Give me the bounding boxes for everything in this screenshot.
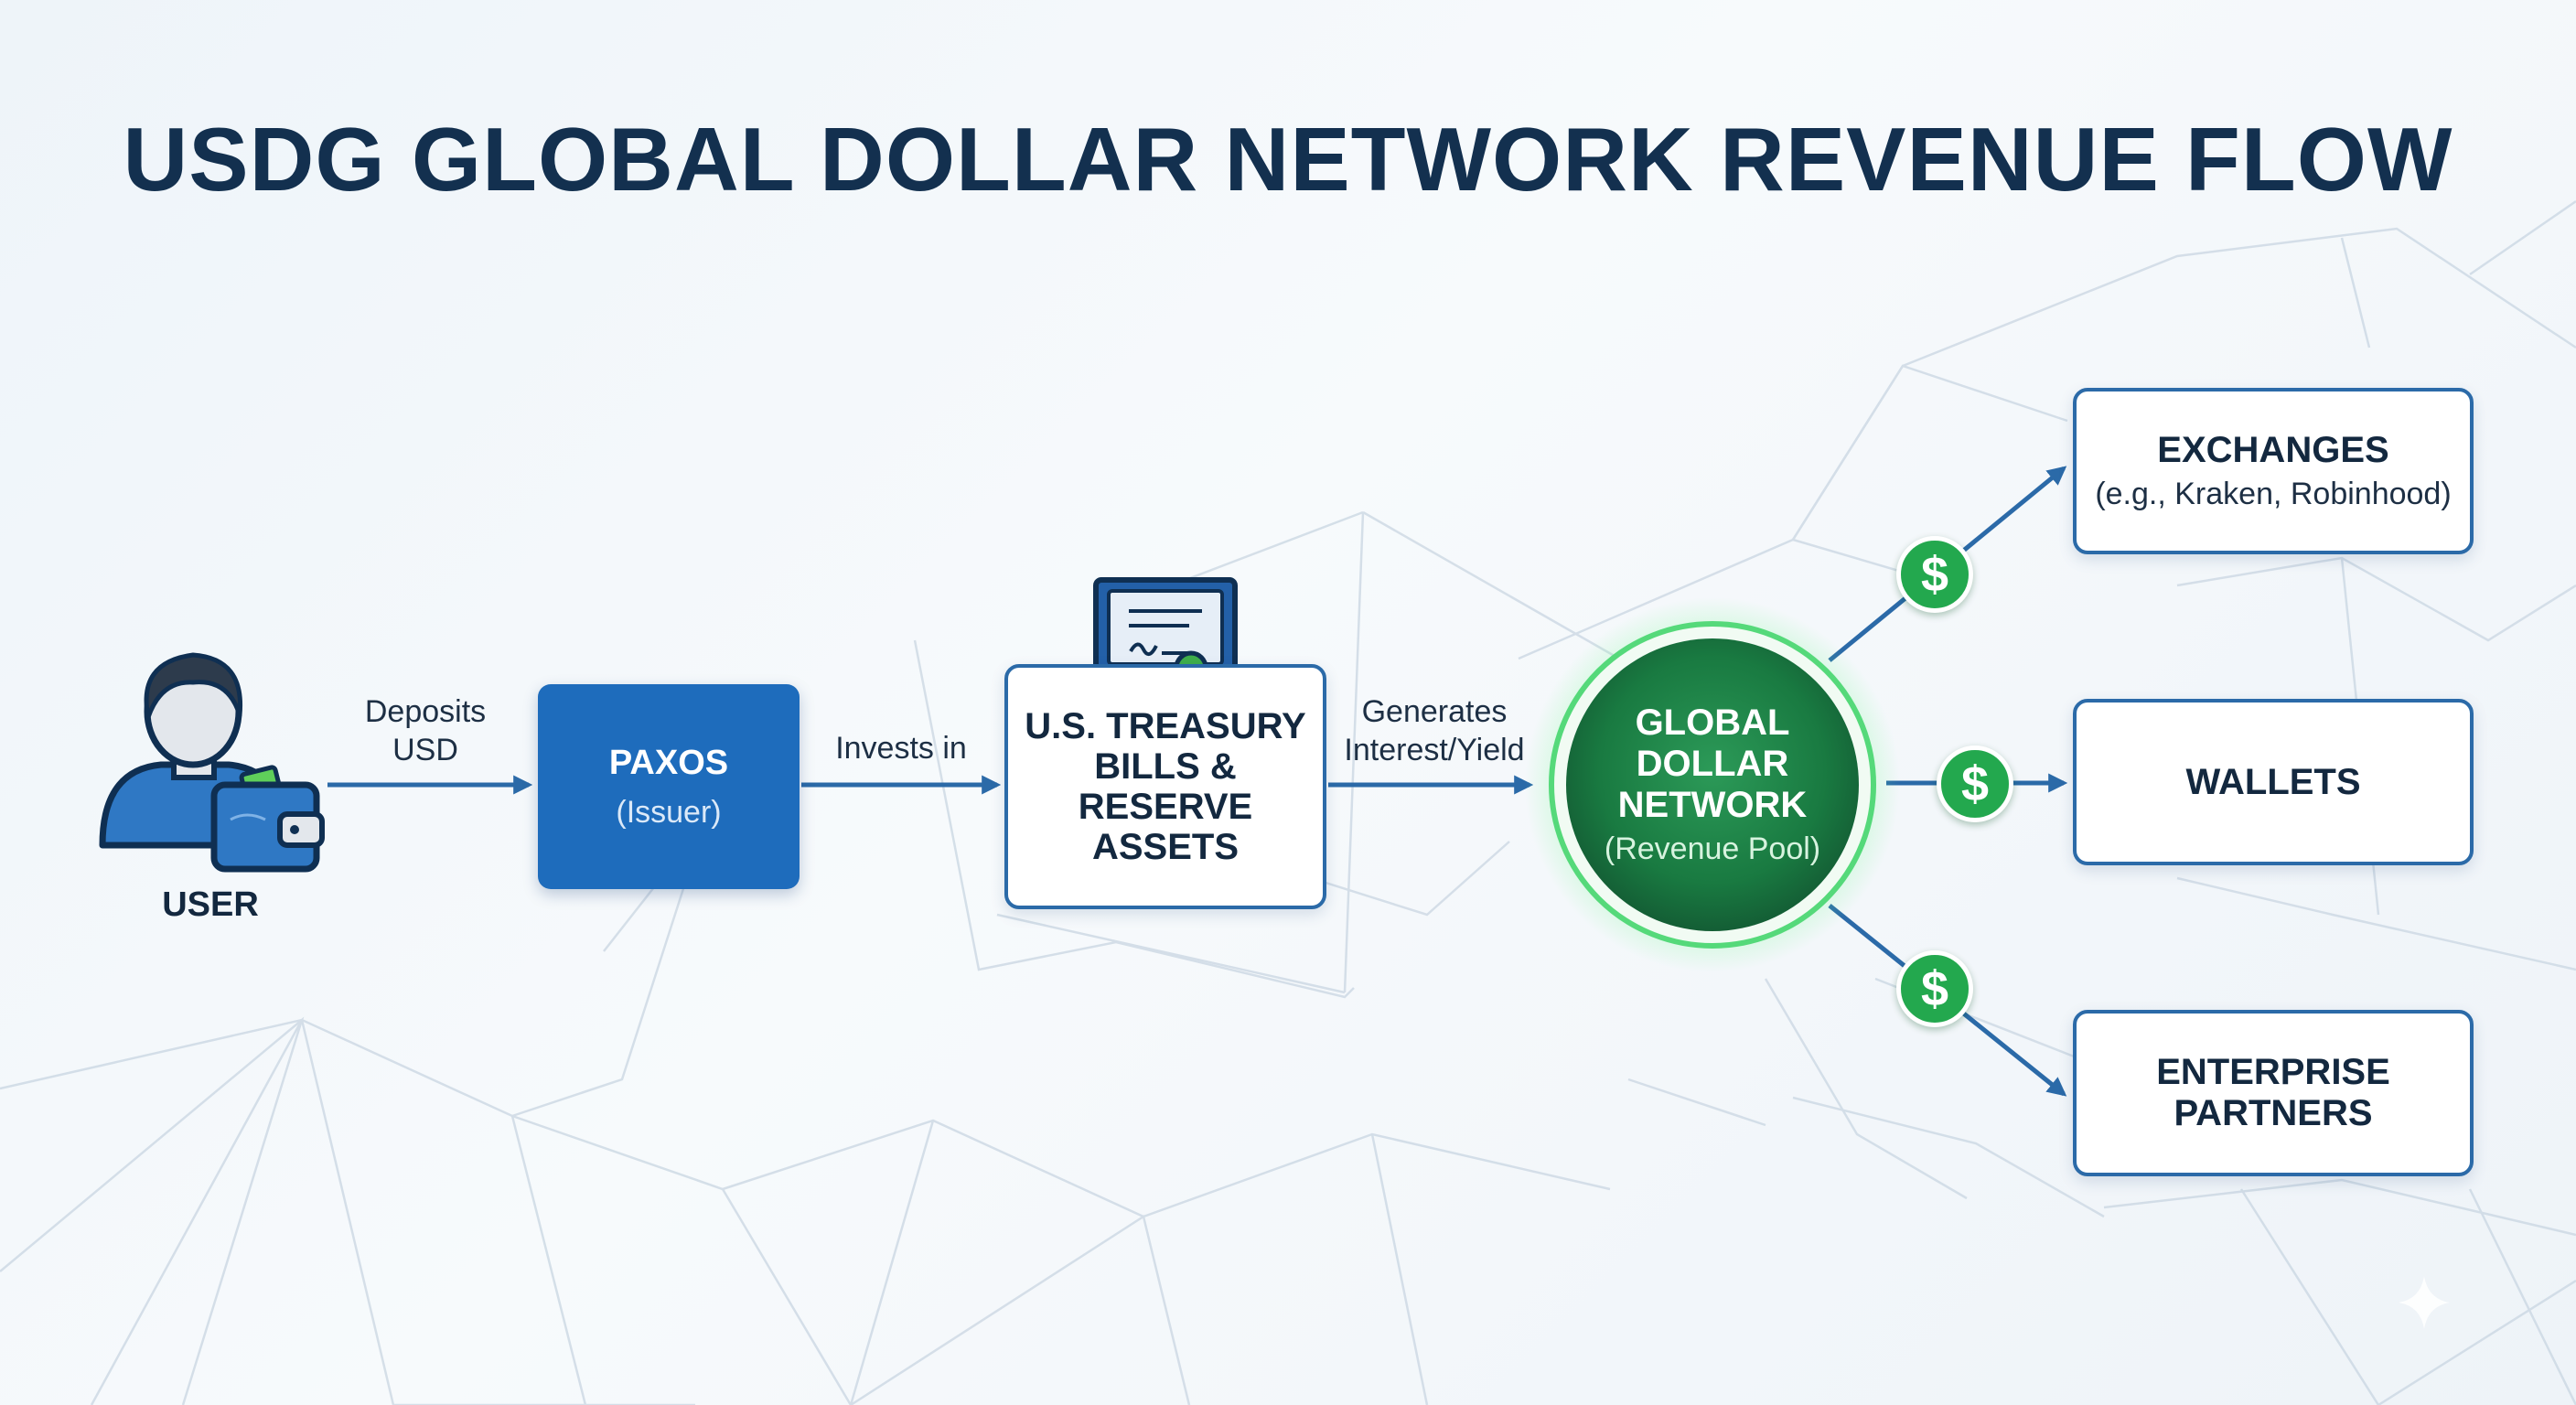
wallets-box: WALLETS	[2073, 699, 2474, 865]
user-label: USER	[162, 885, 259, 924]
global-dollar-network-hub	[1525, 597, 1900, 972]
treasury-line: BILLS &	[1094, 746, 1237, 787]
generates-label-line: Interest/Yield	[1344, 733, 1525, 767]
enterprise-partners-box: ENTERPRISE PARTNERS	[2073, 1010, 2474, 1176]
dollar-coin-icon: $	[1937, 745, 2013, 822]
dollar-coin-icon: $	[1896, 950, 1973, 1027]
hub-label: GLOBAL DOLLAR NETWORK (Revenue Pool)	[1567, 652, 1858, 917]
hub-sub-label: (Revenue Pool)	[1604, 831, 1821, 866]
exchanges-box: EXCHANGES (e.g., Kraken, Robinhood)	[2073, 388, 2474, 554]
page-title: USDG GLOBAL DOLLAR NETWORK REVENUE FLOW	[123, 109, 2453, 209]
generates-interest-label: Generates Interest/Yield	[1325, 692, 1544, 769]
exchanges-detail: (e.g., Kraken, Robinhood)	[2095, 476, 2452, 511]
generates-label-line: Generates	[1361, 694, 1508, 729]
enterprise-line: ENTERPRISE	[2156, 1052, 2390, 1092]
treasury-line: U.S. TREASURY	[1025, 706, 1306, 746]
deposits-usd-label: Deposits USD	[338, 692, 512, 769]
dollar-coin-icon: $	[1896, 536, 1973, 613]
paxos-issuer-box: PAXOS (Issuer)	[538, 684, 800, 889]
treasury-reserve-box: U.S. TREASURY BILLS & RESERVE ASSETS	[1004, 664, 1326, 909]
paxos-role: (Issuer)	[616, 794, 722, 830]
sparkle-icon	[2399, 1276, 2450, 1329]
hub-line: GLOBAL	[1635, 702, 1790, 743]
hub-line: NETWORK	[1617, 784, 1808, 825]
deposits-label-line: Deposits	[364, 694, 487, 729]
invests-in-label: Invests in	[835, 731, 967, 766]
hub-line: DOLLAR	[1636, 743, 1789, 784]
user-with-wallet-icon	[99, 652, 325, 873]
treasury-line: ASSETS	[1091, 827, 1240, 867]
paxos-name: PAXOS	[608, 743, 729, 782]
treasury-line: RESERVE	[1078, 787, 1253, 827]
deposits-label-line: USD	[392, 733, 458, 767]
enterprise-line: PARTNERS	[2174, 1093, 2373, 1133]
wallets-name: WALLETS	[2185, 761, 2361, 802]
exchanges-name: EXCHANGES	[2157, 429, 2389, 470]
